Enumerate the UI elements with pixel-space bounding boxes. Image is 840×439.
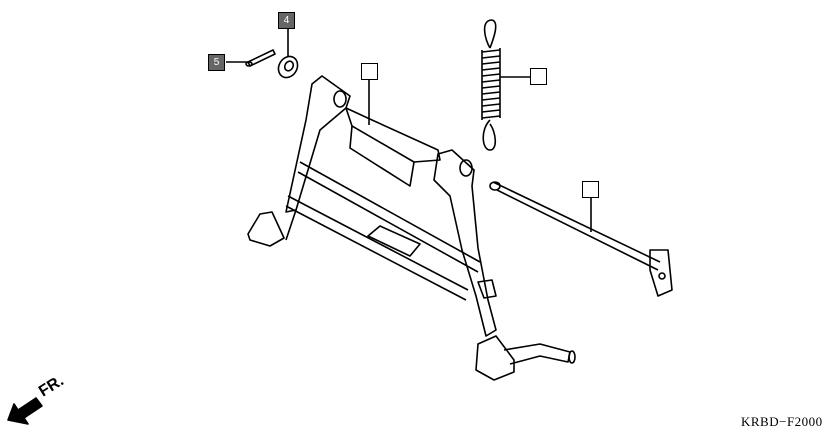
cotter-pin-drawing [245,49,276,67]
callout-washer[interactable]: 4 [278,12,295,29]
callout-main-stand[interactable] [361,63,378,80]
front-arrow-icon [7,397,43,425]
washer-drawing [277,55,299,79]
callout-cotter-pin[interactable]: 5 [208,54,225,71]
spring-drawing [481,19,501,151]
main-stand-drawing [247,75,576,381]
callout-stand-spring[interactable] [530,68,547,85]
diagram-code: KRBD−F2000 [741,414,823,429]
callout-pivot-shaft[interactable] [582,181,599,198]
pivot-shaft-drawing [489,181,673,297]
